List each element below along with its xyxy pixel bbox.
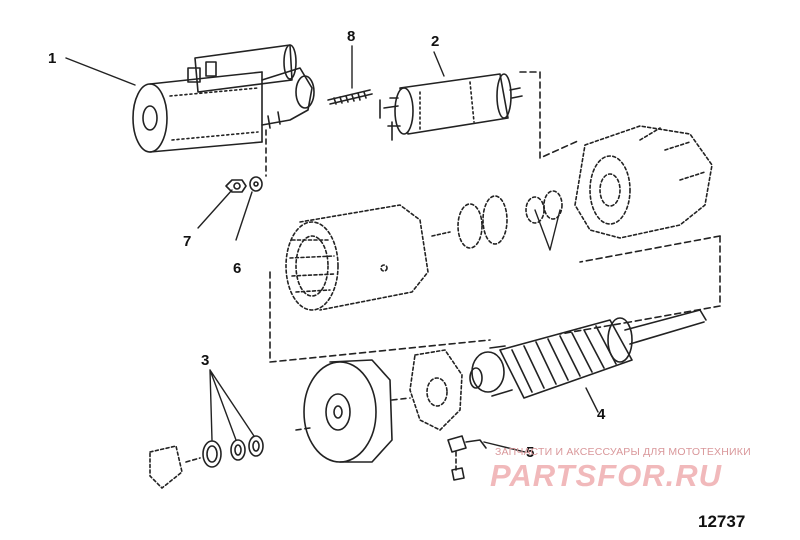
watermark-logo: PARTSFOR.RU bbox=[490, 458, 723, 493]
callout-5: 5 bbox=[526, 444, 535, 461]
callout-4: 4 bbox=[597, 406, 606, 423]
drive-end-housing bbox=[574, 125, 713, 239]
washers bbox=[149, 435, 264, 489]
field-frame bbox=[285, 204, 429, 311]
stud bbox=[327, 89, 373, 105]
nut-and-washer bbox=[225, 129, 267, 193]
callout-8: 8 bbox=[347, 28, 356, 45]
brush-plate bbox=[409, 349, 463, 431]
figure-number: 12737 bbox=[698, 512, 746, 531]
callout-3: 3 bbox=[201, 352, 210, 369]
drive-pinion bbox=[431, 190, 563, 249]
leader-lines bbox=[65, 45, 599, 453]
armature bbox=[469, 309, 707, 399]
starter-motor-assembly bbox=[132, 44, 315, 153]
callout-6: 6 bbox=[233, 260, 242, 277]
callout-7: 7 bbox=[183, 233, 192, 250]
end-cover bbox=[295, 359, 411, 463]
solenoid bbox=[379, 73, 523, 141]
callout-2: 2 bbox=[431, 33, 440, 50]
brush-spring bbox=[447, 435, 487, 481]
callout-1: 1 bbox=[48, 50, 57, 67]
watermark-caption: ЗАПЧАСТИ И АКСЕССУАРЫ ДЛЯ МОТОТЕХНИКИ bbox=[495, 446, 751, 458]
